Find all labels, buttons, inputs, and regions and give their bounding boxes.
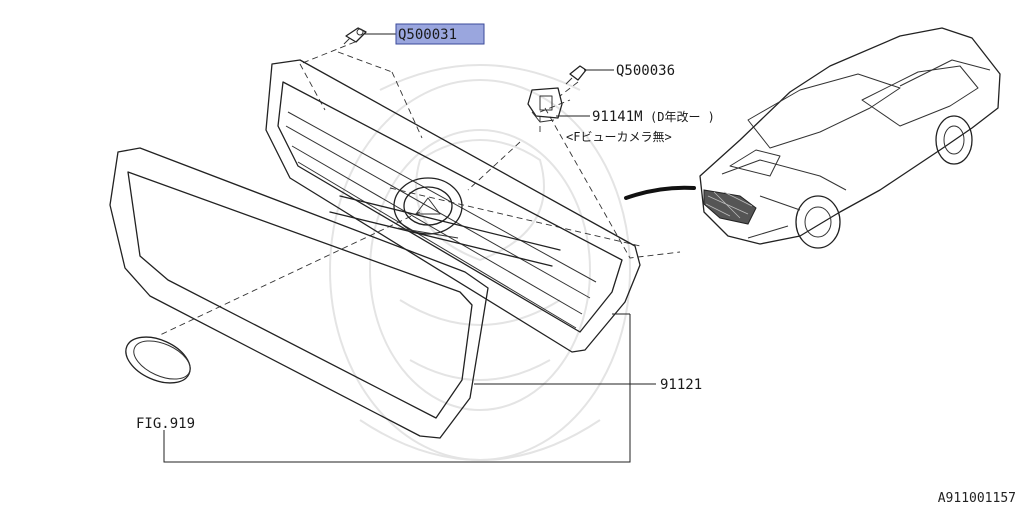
camera-bracket bbox=[527, 87, 563, 123]
label-bracket-note-2: <Fビューカメラ無> bbox=[566, 129, 672, 144]
emblem-badge bbox=[125, 336, 191, 384]
label-fig-919[interactable]: FIG.919 bbox=[136, 416, 195, 432]
leader-lines bbox=[163, 33, 656, 463]
vehicle-illustration bbox=[699, 27, 1001, 249]
vehicle-pointer-arrow bbox=[624, 185, 696, 200]
diagram-id: A911001157 bbox=[938, 491, 1016, 506]
vehicle-grille-highlight bbox=[703, 189, 757, 225]
clip-top-fastener bbox=[343, 27, 367, 45]
watermark-emblem bbox=[329, 64, 631, 461]
label-bracket-note-1: (D年改ー ) bbox=[650, 110, 715, 124]
label-q500031[interactable]: Q500031 bbox=[398, 27, 457, 43]
label-q500036[interactable]: Q500036 bbox=[616, 63, 675, 79]
center-emblem bbox=[393, 177, 463, 239]
label-91141m[interactable]: 91141M bbox=[592, 109, 643, 125]
clip-bracket-fastener bbox=[565, 65, 587, 85]
highlight-box bbox=[395, 23, 485, 45]
assembly-guide-lines bbox=[159, 41, 681, 336]
front-grille bbox=[109, 59, 641, 439]
label-91121[interactable]: 91121 bbox=[660, 377, 702, 393]
